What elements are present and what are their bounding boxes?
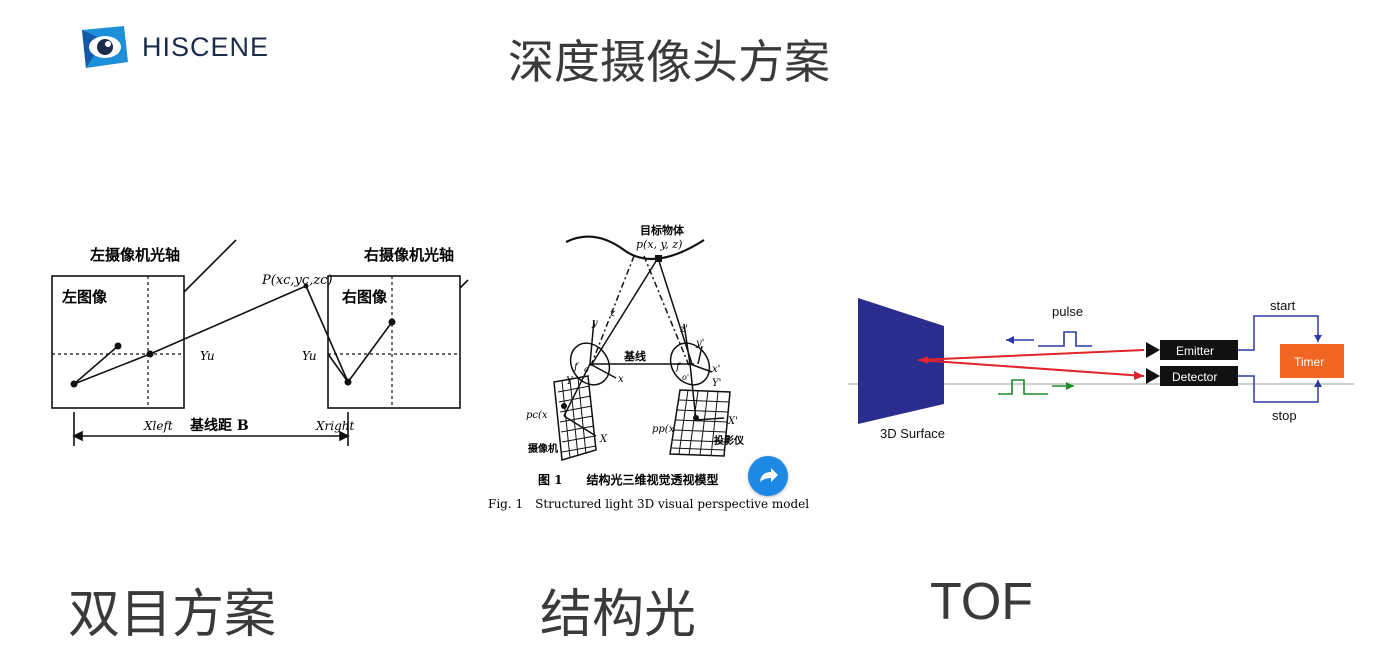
emitted-ray bbox=[917, 349, 1145, 361]
point-label: P(xc,yc,zc) bbox=[261, 273, 333, 288]
caption-structured-light: 结构光 bbox=[540, 585, 697, 645]
right-image-label: 右图像 bbox=[342, 288, 388, 306]
projector-lens bbox=[669, 342, 711, 386]
stereo-camera-diagram: 左摄像机光轴 右摄像机光轴 左图像 右图像 P(xc,yc,zc) Yu Yu … bbox=[51, 239, 469, 446]
right-image-frame bbox=[327, 275, 461, 409]
axis-yp-label: y' bbox=[695, 338, 704, 349]
detector-box bbox=[1160, 366, 1238, 386]
camera-image-grid bbox=[553, 375, 597, 461]
reflected-ray bbox=[917, 359, 1145, 377]
axis-x-label: x bbox=[618, 374, 624, 385]
figure-caption-en: Fig. 1 Structured light 3D visual perspe… bbox=[488, 497, 809, 511]
f-left-label: f bbox=[573, 362, 580, 373]
share-arrow-icon bbox=[760, 468, 778, 482]
object-surface bbox=[565, 235, 705, 261]
share-button[interactable] bbox=[748, 456, 788, 496]
axis-Yp-label: Y' bbox=[712, 378, 721, 389]
object-label: 目标物体 bbox=[640, 223, 685, 237]
axis-X-label: X bbox=[599, 434, 608, 445]
surface-label: 3D Surface bbox=[880, 426, 945, 441]
caption-stereo: 双目方案 bbox=[68, 585, 277, 645]
3d-surface bbox=[858, 298, 944, 424]
emitter-label: Emitter bbox=[1176, 344, 1214, 358]
pp-label: pp(x bbox=[652, 424, 675, 435]
timer-box bbox=[1280, 344, 1344, 378]
axis-z-label: z bbox=[609, 308, 616, 319]
caption-tof: TOF bbox=[930, 573, 1034, 631]
right-axis-label: 右摄像机光轴 bbox=[364, 246, 454, 264]
yu-left-label: Yu bbox=[200, 349, 215, 363]
axis-y-label: y bbox=[591, 318, 598, 329]
slide-title: 深度摄像头方案 bbox=[508, 35, 830, 89]
left-axis-label: 左摄像机光轴 bbox=[89, 246, 180, 264]
structured-light-diagram: 目标物体 p(x, y, z) 基线 y x z z' y' x' f f o … bbox=[488, 223, 809, 511]
start-label: start bbox=[1270, 298, 1296, 313]
axis-xp-label: x' bbox=[712, 364, 720, 375]
brand-name: HISCENE bbox=[142, 31, 270, 62]
emitter-box bbox=[1160, 340, 1238, 360]
hiscene-logo-icon bbox=[82, 26, 128, 68]
projector-label: 投影仪 bbox=[714, 434, 745, 447]
right-projection-point bbox=[344, 378, 352, 386]
yu-right-label: Yu bbox=[302, 349, 317, 363]
detector-label: Detector bbox=[1172, 370, 1217, 384]
pulse-label: pulse bbox=[1052, 304, 1083, 319]
left-projection-point bbox=[70, 380, 78, 388]
x-left-label: Xleft bbox=[143, 419, 173, 433]
baseline-label: 基线距 B bbox=[190, 417, 249, 434]
object-point-label: p(x, y, z) bbox=[636, 238, 682, 251]
f-right-label: f bbox=[675, 362, 682, 373]
tof-diagram: 3D Surface pulse Emitter Detector Timer … bbox=[848, 298, 1354, 441]
left-image-label: 左图像 bbox=[61, 288, 108, 306]
x-right-label: Xright bbox=[315, 419, 355, 433]
o-left-label: o bbox=[584, 365, 589, 374]
camera-label: 摄像机 bbox=[528, 442, 558, 455]
timer-label: Timer bbox=[1294, 355, 1324, 369]
axis-Y-label: Y bbox=[566, 376, 574, 387]
baseline-label: 基线 bbox=[623, 349, 646, 363]
figure-caption-cn: 图 1 结构光三维视觉透视模型 bbox=[538, 472, 719, 487]
axis-Xp-label: X' bbox=[727, 416, 738, 427]
projector-image-grid bbox=[669, 389, 731, 457]
camera-lens bbox=[569, 342, 611, 386]
stop-label: stop bbox=[1272, 408, 1297, 423]
axis-zp-label: z' bbox=[679, 324, 688, 335]
o-right-label: o' bbox=[682, 373, 689, 382]
brand-logo: HISCENE bbox=[74, 22, 269, 72]
return-pulse-wave bbox=[998, 379, 1048, 395]
left-image-frame bbox=[51, 275, 185, 409]
pc-label: pc(x bbox=[526, 410, 548, 421]
emitted-pulse-wave bbox=[1038, 331, 1092, 347]
